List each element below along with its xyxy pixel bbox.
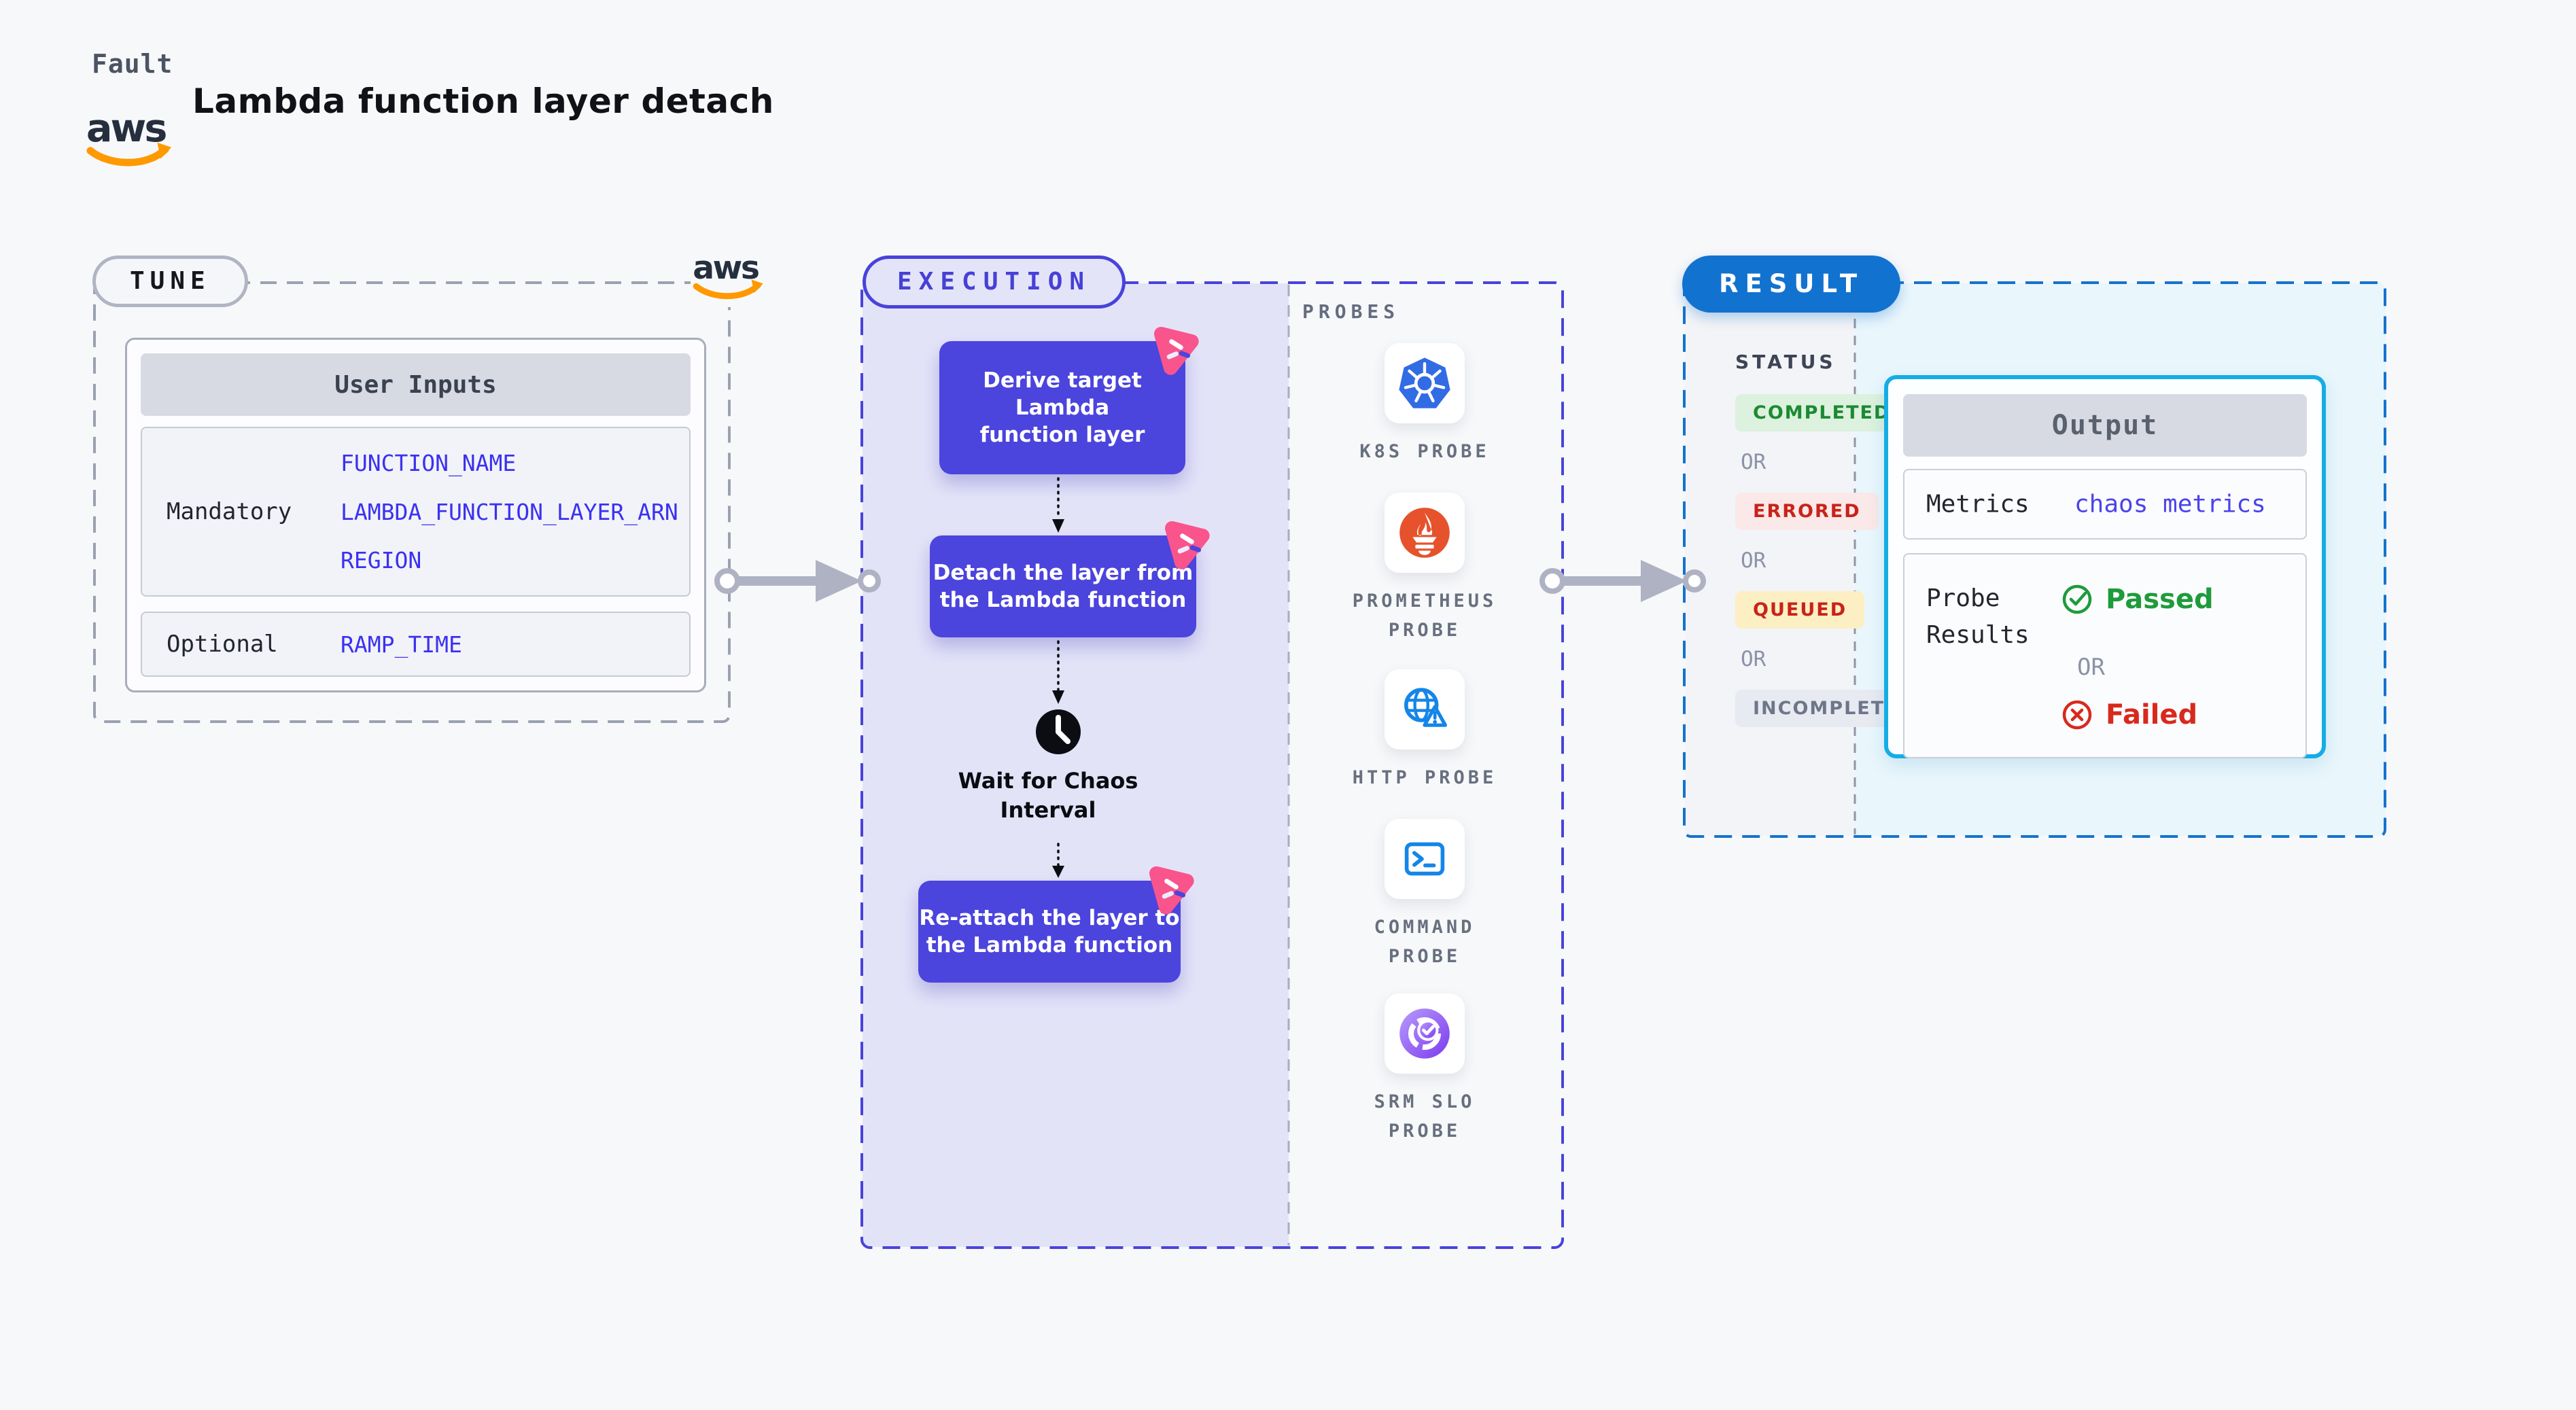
status-badge-queued: QUEUED: [1735, 591, 1865, 629]
or-separator: OR: [1741, 548, 1766, 573]
aws-smile: [86, 145, 169, 166]
chaos-metrics-link[interactable]: chaos metrics: [2074, 490, 2266, 518]
tune-to-execution-arrow: [714, 560, 881, 602]
step-detach-layer: Detach the layer from the Lambda functio…: [930, 521, 1210, 637]
aws-logo-icon-small: aws: [691, 243, 768, 307]
step-reattach-layer: Re-attach the layer to the Lambda functi…: [918, 866, 1194, 983]
probe-tile: [1385, 493, 1465, 573]
input-ramp-time: RAMP_TIME: [341, 631, 462, 658]
aws-logo-icon: aws: [86, 106, 172, 166]
user-inputs-table: User Inputs Mandatory FUNCTION_NAME LAMB…: [125, 338, 706, 692]
mandatory-values: FUNCTION_NAME LAMBDA_FUNCTION_LAYER_ARN …: [341, 428, 678, 595]
svg-text:aws: aws: [693, 249, 759, 287]
litmus-chaos-icon: [1164, 521, 1210, 569]
wait-for-chaos-interval-label: Wait for Chaos Interval: [946, 766, 1150, 825]
probe-tile: [1385, 993, 1465, 1074]
check-circle-icon: [2062, 584, 2092, 614]
probe-tile: [1385, 343, 1465, 423]
flow-arrow-down: [1052, 640, 1064, 704]
result-badge: RESULT: [1682, 255, 1901, 313]
aws-wordmark: aws: [86, 106, 166, 151]
metrics-label: Metrics: [1926, 490, 2030, 518]
or-separator: OR: [1741, 450, 1766, 474]
probe-item-http: HTTP PROBE: [1289, 669, 1561, 792]
fault-eyebrow: Fault: [92, 49, 173, 79]
step-text: function layer: [979, 423, 1145, 448]
litmus-chaos-icon: [1153, 326, 1199, 375]
passed-verdict: Passed: [2061, 583, 2214, 616]
kubernetes-icon: [1399, 357, 1450, 408]
step-derive-target-layer: Derive target Lambda function layer: [939, 326, 1199, 474]
execution-badge: EXECUTION: [863, 255, 1126, 309]
litmus-chaos-icon: [1149, 866, 1194, 915]
mandatory-label: Mandatory: [167, 498, 292, 525]
input-region: REGION: [341, 546, 422, 574]
prometheus-icon: [1399, 508, 1450, 558]
probe-tile: [1385, 669, 1465, 750]
page-title: Lambda function layer detach: [192, 82, 774, 121]
failed-verdict: Failed: [2061, 699, 2197, 731]
optional-label: Optional: [167, 631, 278, 658]
execution-to-result-arrow: [1539, 560, 1706, 602]
metrics-row: Metrics chaos metrics: [1903, 469, 2307, 540]
probe-tile: [1385, 819, 1465, 899]
or-separator: OR: [1741, 647, 1766, 671]
status-badge-completed: COMPLETED: [1735, 394, 1909, 431]
optional-values: RAMP_TIME: [341, 613, 462, 675]
output-header: Output: [1903, 394, 2307, 457]
terminal-icon: [1404, 842, 1445, 876]
status-title: STATUS: [1735, 351, 1837, 373]
aws-smile-arrow: [157, 142, 172, 159]
step-text: the Lambda function: [926, 933, 1173, 957]
passed-label: Passed: [2106, 584, 2214, 615]
tune-badge: TUNE: [92, 255, 248, 307]
probe-results-row: Probe Results Passed OR Failed: [1903, 553, 2307, 758]
status-badge-errored: ERRORED: [1735, 493, 1879, 530]
wait-text: Wait for Chaos: [958, 768, 1138, 794]
or-separator: OR: [2077, 654, 2105, 681]
step-text: the Lambda function: [939, 588, 1187, 612]
input-lambda-function-layer-arn: LAMBDA_FUNCTION_LAYER_ARN: [341, 498, 678, 525]
probe-label: K8S PROBE: [1359, 441, 1490, 462]
wait-clock-icon: [1036, 709, 1081, 754]
flow-arrow-down: [1052, 843, 1064, 878]
mandatory-row: Mandatory FUNCTION_NAME LAMBDA_FUNCTION_…: [141, 427, 691, 597]
http-globe-icon: [1404, 688, 1447, 727]
flow-arrow-down: [1052, 477, 1064, 533]
user-inputs-header: User Inputs: [141, 353, 691, 416]
probe-item-k8s: K8S PROBE: [1289, 343, 1561, 466]
x-circle-icon: [2062, 700, 2092, 730]
input-function-name: FUNCTION_NAME: [341, 450, 517, 477]
probe-results-label: Probe Results: [1926, 584, 2030, 649]
optional-row: Optional RAMP_TIME: [141, 612, 691, 677]
output-table: Output Metrics chaos metrics Probe Resul…: [1884, 375, 2326, 758]
step-text: Detach the layer from: [933, 560, 1194, 585]
wait-text: Interval: [1000, 797, 1096, 824]
srm-slo-icon: [1399, 1008, 1450, 1059]
probe-label: HTTP PROBE: [1352, 767, 1497, 788]
failed-label: Failed: [2106, 699, 2198, 730]
